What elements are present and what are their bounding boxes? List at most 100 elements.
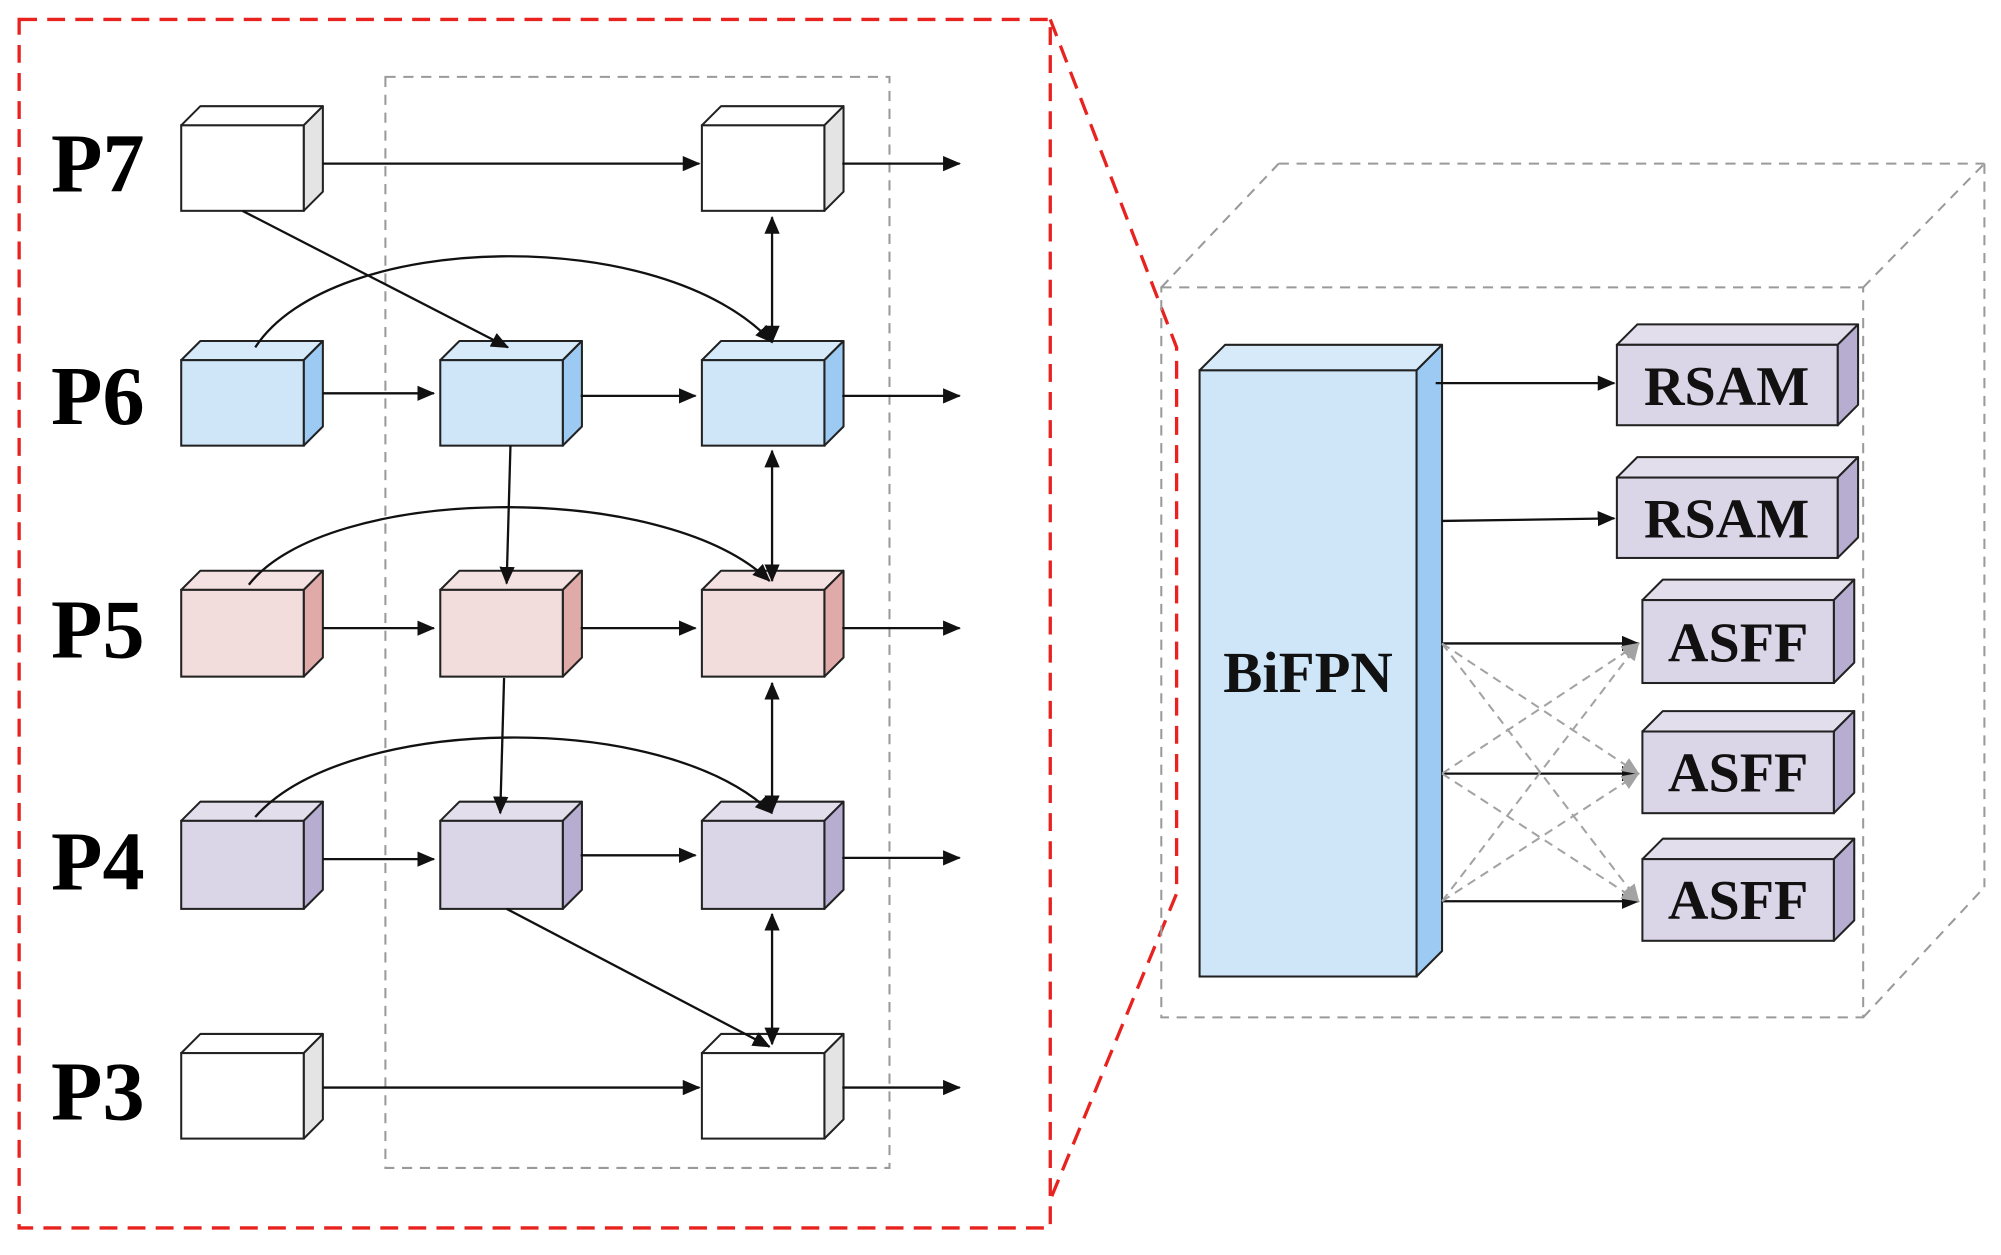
p4-input-block — [180, 800, 324, 910]
p6-output-block-front-face — [700, 359, 826, 447]
p5-output-block-front-face — [700, 588, 826, 678]
level-label-p7: P7 — [51, 118, 145, 211]
level-label-p4: P4 — [51, 816, 145, 909]
rsam-label-1: RSAM — [1644, 356, 1809, 418]
bifpn-block — [1198, 343, 1444, 978]
p5-skip-curve-arrow — [247, 506, 771, 586]
rsam-block-2 — [1615, 456, 1860, 559]
rsam-block-1-top-face — [1615, 323, 1860, 346]
p7-input-block-front-face — [180, 124, 305, 212]
zoom-connector-lines — [1048, 18, 1179, 1201]
asff-block-1 — [1641, 578, 1856, 685]
p4-output-block — [700, 800, 845, 910]
p6-intermediate-block — [439, 339, 583, 447]
p6-input-block — [180, 339, 324, 447]
asff-block-1-front-face — [1641, 599, 1835, 685]
asff-label-2: ASFF — [1668, 742, 1808, 804]
rsam-block-1-front-face — [1615, 343, 1839, 427]
asff-label-3: ASFF — [1668, 870, 1808, 932]
level-label-p3: P3 — [51, 1045, 145, 1138]
p6-to-p5-mid-arrow — [499, 445, 515, 585]
cross-1-to-asff-2-arrow — [1441, 642, 1640, 775]
asff-block-2 — [1641, 710, 1856, 815]
p6-output-block-top-face — [700, 339, 845, 362]
p3-output-block — [700, 1032, 845, 1140]
connections — [241, 155, 1640, 1096]
p5-to-p4-mid-arrow — [493, 677, 509, 815]
zoom-source-frame — [17, 17, 1052, 1230]
level-label-p5: P5 — [51, 583, 145, 676]
p5-intermediate-block-front-face — [439, 588, 564, 678]
p7-output-block — [700, 105, 845, 212]
level-labels: P7 P6 P5 P4 P3 — [51, 118, 145, 1139]
asff-block-1-top-face — [1641, 578, 1856, 602]
p5-input-block-side-face — [302, 569, 324, 678]
module-box-3d-frame — [1160, 162, 1986, 1019]
p5-intermediate-block — [439, 569, 583, 678]
p7-to-p6-downsample-arrow — [241, 209, 510, 349]
p4-to-p3-downsample-arrow — [506, 907, 771, 1048]
frames — [17, 17, 1986, 1230]
p3-input-block-top-face — [180, 1032, 324, 1055]
p7-input-block-top-face — [180, 105, 324, 127]
p5-input-block-front-face — [180, 588, 305, 678]
module-labels: BiFPN RSAM RSAM ASFF ASFF ASFF — [1223, 356, 1809, 932]
p7-input-block — [180, 105, 324, 212]
p3-input-block-side-face — [302, 1032, 324, 1140]
bifpn-label: BiFPN — [1223, 640, 1393, 705]
cross-3-to-asff-2-arrow — [1441, 772, 1640, 903]
cross-1-to-asff-3-arrow — [1441, 642, 1640, 903]
p6-input-block-top-face — [180, 339, 324, 362]
bifpn-to-rsam-2-arrow — [1442, 510, 1616, 527]
p4-intermediate-block-side-face — [561, 800, 583, 910]
level-label-p6: P6 — [51, 350, 145, 443]
p5-intermediate-block-top-face — [439, 569, 583, 591]
p3-input-block — [180, 1032, 324, 1140]
module-box-bottom-right-edge — [1862, 886, 1986, 1019]
bifpn-block-front-face — [1198, 369, 1418, 978]
p3-output-block-side-face — [823, 1032, 845, 1140]
p4-output-block-side-face — [823, 800, 845, 910]
p6-output-block-side-face — [823, 339, 845, 447]
asff-block-2-front-face — [1641, 730, 1835, 815]
p4-intermediate-block-top-face — [439, 800, 583, 822]
p6-intermediate-block-front-face — [439, 359, 564, 447]
asff-block-3-front-face — [1641, 858, 1835, 942]
rsam-label-2: RSAM — [1644, 489, 1809, 551]
p6-input-block-side-face — [302, 339, 324, 447]
rsam-block-2-front-face — [1615, 476, 1839, 559]
p3-input-block-front-face — [180, 1052, 305, 1140]
p6-intermediate-block-top-face — [439, 339, 583, 362]
cross-2-to-asff-1-arrow — [1441, 642, 1640, 775]
p4-output-block-front-face — [700, 819, 826, 910]
rsam-block-2-top-face — [1615, 456, 1860, 479]
cross-3-to-asff-1-arrow — [1441, 642, 1640, 902]
p4-intermediate-block — [439, 800, 583, 910]
p6-input-block-front-face — [180, 359, 305, 447]
p4-input-block-front-face — [180, 819, 305, 910]
p7-output-block-top-face — [700, 105, 845, 127]
bifpn-block-side-face — [1415, 343, 1444, 978]
p4-skip-curve-arrow — [254, 736, 773, 818]
rsam-block-1 — [1615, 323, 1860, 427]
p6-skip-curve-arrow — [254, 255, 773, 349]
p6-intermediate-block-side-face — [561, 339, 583, 447]
p7-output-block-front-face — [700, 124, 826, 212]
p3-output-block-front-face — [700, 1052, 826, 1140]
asff-label-1: ASFF — [1668, 612, 1808, 674]
bifpn-layer-frame — [384, 75, 891, 1169]
p7-input-block-side-face — [302, 105, 324, 212]
p7-output-block-side-face — [823, 105, 845, 212]
module-box-top-left-edge — [1160, 162, 1280, 289]
p6-output-block — [700, 339, 845, 447]
p5-output-block-side-face — [823, 569, 845, 678]
bifpn-block-top-face — [1198, 343, 1444, 372]
asff-block-3-top-face — [1641, 837, 1856, 861]
cross-2-to-asff-3-arrow — [1441, 772, 1640, 903]
p5-input-block — [180, 569, 324, 678]
p4-input-block-top-face — [180, 800, 324, 822]
p4-intermediate-block-front-face — [439, 819, 564, 910]
feature-blocks — [180, 105, 1860, 1140]
p5-output-block — [700, 569, 845, 678]
